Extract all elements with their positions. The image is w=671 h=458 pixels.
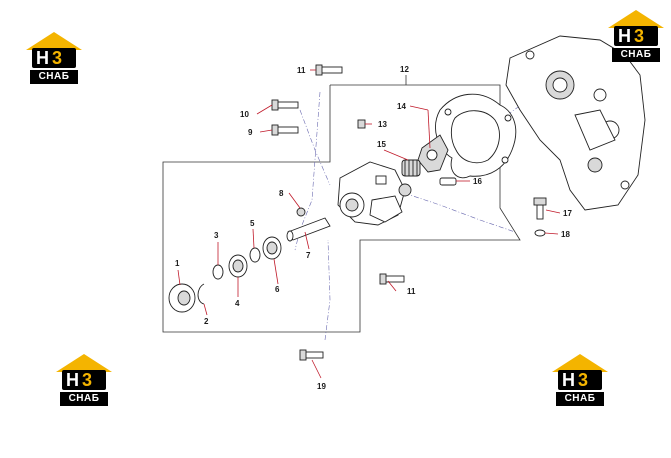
leader-5 [252, 228, 255, 249]
callout-18: 18 [561, 230, 570, 239]
leader-14b [427, 109, 431, 149]
logo-glyph-3: 3 [634, 26, 645, 46]
callout-6: 6 [275, 285, 280, 294]
flange-1 [168, 283, 196, 313]
bolt-10 [271, 99, 299, 111]
circlip-2 [197, 283, 205, 305]
leader-19 [311, 359, 322, 379]
seal-8 [296, 207, 306, 217]
callout-13: 13 [378, 120, 387, 129]
bearing-6 [262, 236, 282, 260]
callout-5: 5 [250, 219, 255, 228]
callout-9: 9 [248, 128, 253, 137]
callout-19: 19 [317, 382, 326, 391]
logo-wordmark: CHAБ [556, 392, 604, 406]
callout-14: 14 [397, 102, 406, 111]
leader-15 [383, 149, 409, 161]
brand-logo-bottom-right: H 3 CHAБ [552, 354, 608, 408]
callout-17: 17 [563, 209, 572, 218]
bolt-11-lower [379, 273, 405, 285]
logo-wordmark: CHAБ [612, 48, 660, 62]
logo-plate [62, 370, 106, 390]
logo-glyph-h: H [66, 370, 79, 390]
washer-3 [212, 264, 224, 280]
logo-roof-shape [26, 32, 82, 50]
pin-16 [439, 177, 457, 186]
callout-4: 4 [235, 299, 240, 308]
bolt-17 [533, 197, 547, 220]
callout-8: 8 [279, 189, 284, 198]
brand-logo-top-left: H 3 CHAБ [26, 32, 82, 86]
mechanical-seal [401, 159, 421, 177]
logo-plate [558, 370, 602, 390]
logo-glyph-h: H [562, 370, 575, 390]
centerline-bolts [299, 109, 331, 186]
logo-glyph-3: 3 [82, 370, 93, 390]
centerline-lower [324, 239, 331, 341]
logo-roof-shape [552, 354, 608, 372]
callout-15: 15 [377, 140, 386, 149]
logo-wordmark: CHAБ [30, 70, 78, 84]
callout-12: 12 [400, 65, 409, 74]
leader-2 [203, 303, 208, 316]
logo-wordmark: CHAБ [60, 392, 108, 406]
leader-8 [288, 192, 301, 209]
bolt-9 [271, 124, 299, 136]
logo-glyph-h: H [36, 48, 49, 68]
callout-11-upper: 11 [297, 66, 306, 75]
logo-glyph-h: H [618, 26, 631, 46]
leader-6 [273, 258, 279, 285]
engine-block [505, 35, 646, 211]
pump-housing [337, 161, 412, 226]
plug-13 [357, 119, 366, 129]
leader-14a [409, 105, 429, 111]
leader-18 [544, 232, 559, 235]
logo-plate [32, 48, 76, 68]
spacer-5 [249, 247, 261, 263]
logo-roof-shape [56, 354, 112, 372]
logo-glyph-3: 3 [578, 370, 589, 390]
leader-10 [256, 104, 273, 115]
callout-3: 3 [214, 231, 219, 240]
callout-11-lower: 11 [407, 287, 416, 296]
logo-roof-shape [608, 10, 664, 28]
centerline-main [294, 91, 321, 251]
leader-7 [304, 231, 310, 250]
washer-18 [534, 229, 546, 237]
logo-plate [614, 26, 658, 46]
callout-1: 1 [175, 259, 180, 268]
gasket [435, 93, 517, 179]
callout-7: 7 [306, 251, 311, 260]
leader-1 [177, 269, 181, 286]
bolt-11-upper [315, 64, 343, 76]
bolt-19 [299, 349, 324, 361]
brand-logo-top-right: H 3 CHAБ [608, 10, 664, 64]
callout-16: 16 [473, 177, 482, 186]
callout-2: 2 [204, 317, 209, 326]
logo-glyph-3: 3 [52, 48, 63, 68]
shaft-7 [286, 217, 331, 242]
leader-17 [545, 209, 561, 214]
callout-10: 10 [240, 110, 249, 119]
centerline-gasket [424, 94, 536, 151]
leader-11b [387, 280, 397, 292]
leader-9 [259, 129, 273, 133]
bearing-4 [228, 254, 248, 278]
brand-logo-bottom-left: H 3 CHAБ [56, 354, 112, 408]
centerline-housing [394, 189, 516, 233]
